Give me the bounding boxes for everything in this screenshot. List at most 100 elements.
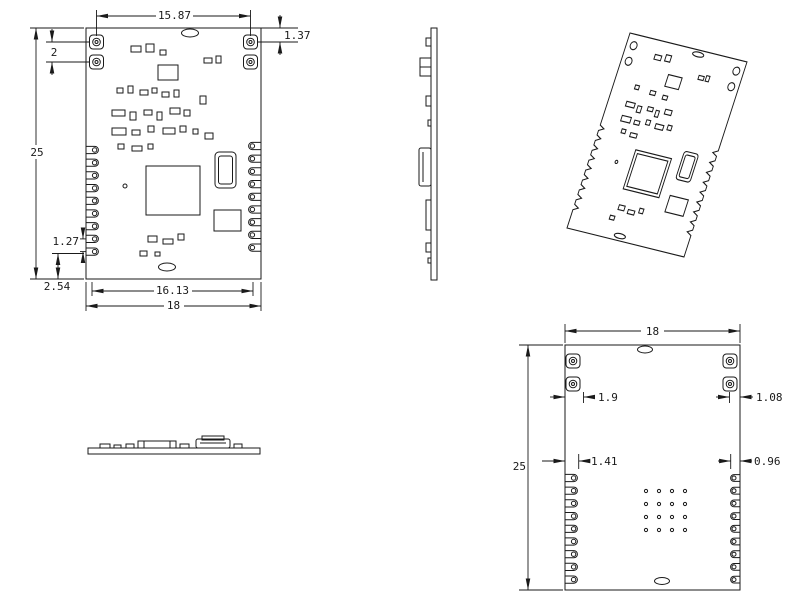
castellation-pad — [248, 192, 262, 201]
component-profile — [427, 257, 432, 264]
dim-front-height: 25 — [30, 146, 43, 159]
bottom-slot — [158, 262, 176, 272]
component-profile — [425, 37, 432, 47]
castellation-pad — [248, 141, 262, 151]
usb-connector — [214, 151, 237, 189]
castellation-pad — [564, 537, 578, 546]
smd-components — [111, 43, 222, 257]
mounting-hole — [727, 82, 736, 92]
isometric-view — [566, 32, 748, 258]
mounting-hole — [565, 353, 581, 369]
castellation-pad — [730, 524, 741, 533]
mounting-hole — [243, 34, 258, 50]
pcb-edge — [430, 27, 438, 281]
castellation-pad — [85, 247, 99, 256]
dim-front-pad-pitch: 1.27 — [53, 235, 80, 248]
mounting-hole — [629, 41, 638, 51]
castellation-pad — [730, 575, 741, 584]
right-castellation-pads — [730, 474, 741, 584]
castellation-pad — [248, 154, 262, 163]
castellation-pad — [564, 512, 578, 521]
castellation-pad — [730, 499, 741, 508]
component-profile — [425, 242, 432, 253]
usb-profile — [418, 147, 432, 187]
bottom-slot — [654, 577, 670, 585]
shield-component — [664, 194, 690, 217]
component-profile — [425, 199, 432, 231]
dim-bottom-left-pad-length: 1.41 — [591, 455, 618, 468]
dim-bottom-right-pad-offset: 1.08 — [756, 391, 783, 404]
castellation-pad — [85, 158, 99, 167]
castellation-pad — [248, 243, 262, 252]
castellation-pad — [85, 171, 99, 180]
profile-view — [87, 435, 261, 455]
pcb-outline — [564, 344, 741, 591]
mounting-hole — [624, 56, 633, 66]
castellation-pad — [248, 167, 262, 176]
castellation-pad — [248, 230, 262, 239]
component-profile — [137, 440, 177, 449]
mounting-hole — [89, 54, 104, 70]
top-slot — [637, 345, 653, 354]
component-profile — [99, 443, 111, 449]
dim-bottom-left-pad-offset: 1.9 — [598, 391, 618, 404]
castellation-pad — [564, 524, 578, 533]
front-dimensions: 15.87 1.37 2 25 1.27 2.54 — [27, 9, 311, 312]
bottom-dimensions: 18 1.9 1.08 25 1.41 0.96 — [513, 324, 783, 591]
top-slot — [692, 51, 705, 58]
castellation-pad — [730, 563, 741, 571]
castellation-pad — [85, 209, 99, 218]
dim-front-top-width: 15.87 — [158, 9, 191, 22]
pcb-outline-iso — [566, 32, 748, 258]
usb-connector — [675, 150, 699, 183]
top-slot — [181, 28, 199, 38]
castellation-pad — [730, 537, 741, 546]
fiducial-dot — [122, 183, 128, 189]
mounting-pads — [565, 353, 738, 392]
dim-front-top-right-offset: 1.37 — [284, 29, 311, 42]
castellation-pad — [85, 234, 99, 243]
side-view — [418, 27, 438, 281]
pcb-edge — [87, 447, 261, 455]
bottom-slot — [613, 232, 626, 240]
right-castellation-pads — [248, 141, 262, 252]
dim-front-bottom-offset: 2.54 — [44, 280, 71, 293]
main-ic — [622, 149, 673, 199]
mounting-hole — [722, 353, 738, 369]
usb-profile — [195, 438, 231, 449]
mounting-hole — [722, 376, 738, 392]
castellation-pad — [248, 205, 262, 214]
left-castellation-pads — [85, 145, 99, 256]
dim-bottom-width: 18 — [646, 325, 659, 338]
mounting-hole — [732, 66, 741, 76]
component-profile — [233, 443, 243, 449]
mounting-hole — [89, 34, 104, 50]
castellation-pad — [564, 550, 578, 559]
via-grid — [643, 488, 688, 533]
usb-lip — [201, 435, 225, 441]
component-profile — [179, 443, 190, 449]
component-profile — [427, 119, 432, 127]
main-ic — [145, 165, 201, 216]
castellation-pad — [564, 562, 578, 571]
bottom-view: 18 1.9 1.08 25 1.41 0.96 — [513, 324, 783, 591]
dim-front-hole-pitch: 2 — [51, 46, 58, 59]
mounting-hole — [243, 54, 258, 70]
dim-front-width: 18 — [167, 299, 180, 312]
castellation-pad — [85, 184, 99, 193]
castellation-pad — [248, 180, 262, 189]
castellation-pad — [730, 474, 741, 482]
mounting-pads — [89, 34, 258, 70]
dim-bottom-right-pad-length: 0.96 — [754, 455, 781, 468]
castellation-pad — [85, 145, 99, 155]
castellation-pad — [730, 486, 741, 495]
component-profile — [425, 95, 432, 107]
castellation-pad — [564, 499, 578, 508]
smd-components — [608, 53, 711, 221]
shield-component — [213, 209, 242, 232]
castellation-pad — [564, 473, 578, 483]
castellation-pad — [730, 550, 741, 559]
usb-connector-inner — [218, 155, 233, 185]
mounting-hole — [565, 376, 581, 392]
